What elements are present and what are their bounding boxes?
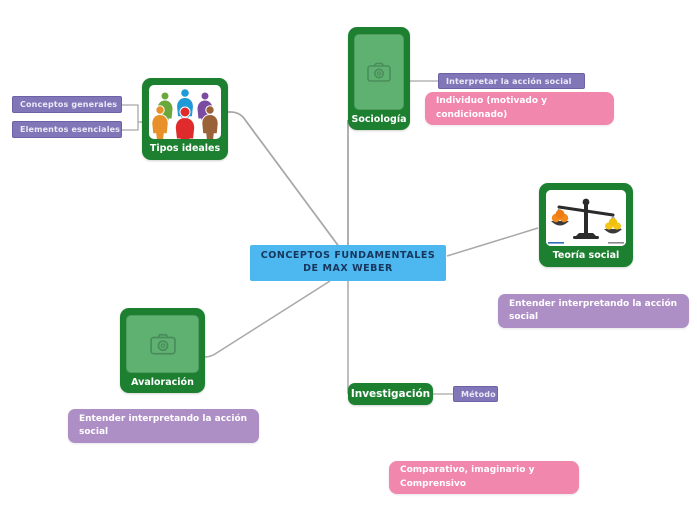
camera-icon (149, 333, 176, 355)
tag-metodo-label: Método (461, 389, 496, 399)
node-avaloracion-label: Avaloración (131, 377, 194, 388)
tag-interpretar-accion-social[interactable]: Interpretar la acción social (438, 73, 585, 89)
root-node-label: CONCEPTOS FUNDAMENTALES DE MAX WEBER (260, 250, 436, 274)
tipos-ideales-image (149, 85, 221, 139)
node-tipos-ideales-label: Tipos ideales (149, 143, 221, 154)
balance-scale-icon (546, 190, 626, 246)
teoria-social-image (546, 190, 626, 246)
note-comparativo-imaginario[interactable]: Comparativo, imaginario y Comprensivo (389, 461, 579, 494)
tag-conceptos-generales-label: Conceptos generales (20, 100, 118, 109)
note-individuo-motivado[interactable]: Individuo (motivado y condicionado) (425, 92, 614, 125)
note-entender-interpretando-left[interactable]: Entender interpretando la acción social (68, 409, 259, 443)
node-sociologia-label: Sociología (351, 114, 407, 125)
camera-icon (367, 62, 391, 82)
tag-elementos-esenciales-label: Elementos esenciales (20, 125, 121, 134)
node-sociologia[interactable]: Sociología (348, 27, 410, 130)
tag-conceptos-generales[interactable]: Conceptos generales (12, 96, 122, 113)
node-investigacion-label: Investigación (350, 388, 431, 400)
node-tipos-ideales[interactable]: Tipos ideales (142, 78, 228, 160)
node-teoria-social[interactable]: Teoría social (539, 183, 633, 267)
node-avaloracion[interactable]: Avaloración (120, 308, 205, 393)
tag-interpretar-accion-social-label: Interpretar la acción social (446, 76, 572, 86)
people-circle-icon (151, 88, 219, 139)
avaloracion-image-placeholder (126, 315, 199, 373)
tag-elementos-esenciales[interactable]: Elementos esenciales (12, 121, 122, 138)
node-teoria-social-label: Teoría social (552, 250, 620, 261)
note-entender-interpretando-left-label: Entender interpretando la acción social (79, 413, 248, 437)
note-comparativo-imaginario-label: Comparativo, imaginario y Comprensivo (400, 465, 535, 489)
note-entender-interpretando-right[interactable]: Entender interpretando la acción social (498, 294, 689, 328)
node-investigacion[interactable]: Investigación (348, 383, 433, 405)
sociologia-image-placeholder (354, 34, 404, 110)
note-entender-interpretando-right-label: Entender interpretando la acción social (509, 298, 678, 322)
root-node-conceptos-fundamentales[interactable]: CONCEPTOS FUNDAMENTALES DE MAX WEBER (250, 245, 446, 281)
tag-metodo[interactable]: Método (453, 386, 498, 402)
note-individuo-motivado-label: Individuo (motivado y condicionado) (436, 96, 548, 120)
